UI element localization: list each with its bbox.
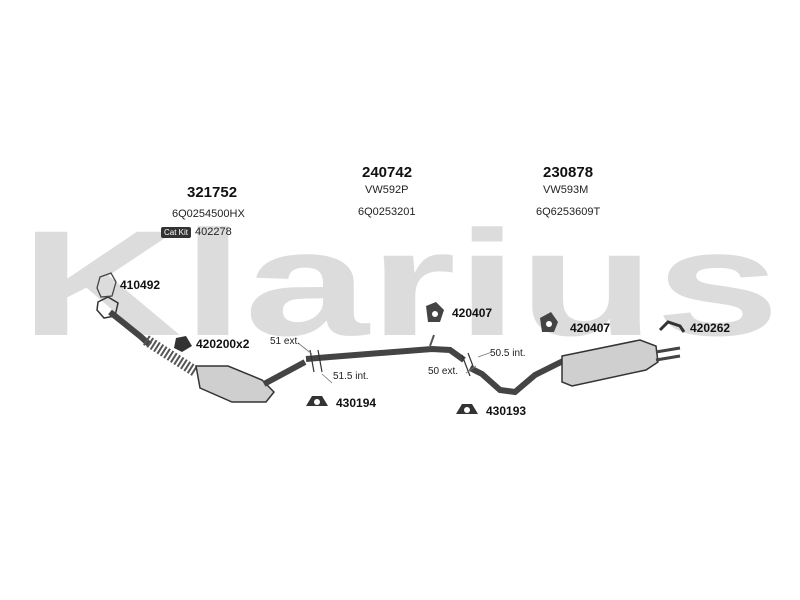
catalytic-converter-shape xyxy=(195,365,276,403)
dim-50-ext: 50 ext. xyxy=(428,366,459,377)
clamp-430193-label: 430193 xyxy=(486,404,527,418)
hanger-420407-b-label: 420407 xyxy=(570,321,611,335)
front-pipe-shape xyxy=(108,309,153,348)
assembly-2-oe-no: 6Q0253201 xyxy=(358,206,416,218)
flex-section-shape xyxy=(143,335,199,377)
bracket-420262-label: 420262 xyxy=(690,321,731,335)
assembly-2-model-code: VW592P xyxy=(365,184,409,196)
bracket-420262-shape xyxy=(658,320,686,333)
rear-pipe-shape xyxy=(468,357,567,396)
clamp-430194-label: 430194 xyxy=(336,396,377,410)
cat-kit-badge: Cat Kit xyxy=(161,227,191,238)
gasket-410492-label: 410492 xyxy=(120,278,161,292)
rear-silencer-shape xyxy=(561,339,659,387)
hanger-420407-a-label: 420407 xyxy=(452,306,493,320)
assembly-3-oe-no: 6Q6253609T xyxy=(536,206,601,218)
gasket-410492-shape xyxy=(96,272,117,298)
dim-50-5-int: 50.5 int. xyxy=(490,348,526,359)
dim-51-ext: 51 ext. xyxy=(270,336,301,347)
dim-51-5-int: 51.5 int. xyxy=(333,371,369,382)
assembly-1-part-no: 321752 xyxy=(187,184,238,201)
assembly-1-oe-no: 6Q0254500HX xyxy=(172,208,245,220)
hanger-420200-label: 420200x2 xyxy=(196,337,250,351)
cat-kit-part-no: 402278 xyxy=(195,226,232,238)
assembly-2-part-no: 240742 xyxy=(362,164,413,181)
hanger-420200-shape xyxy=(174,336,192,352)
assembly-3-model-code: VW593M xyxy=(543,184,589,196)
middle-pipe-shape xyxy=(305,345,466,363)
assembly-3-part-no: 230878 xyxy=(543,164,594,181)
